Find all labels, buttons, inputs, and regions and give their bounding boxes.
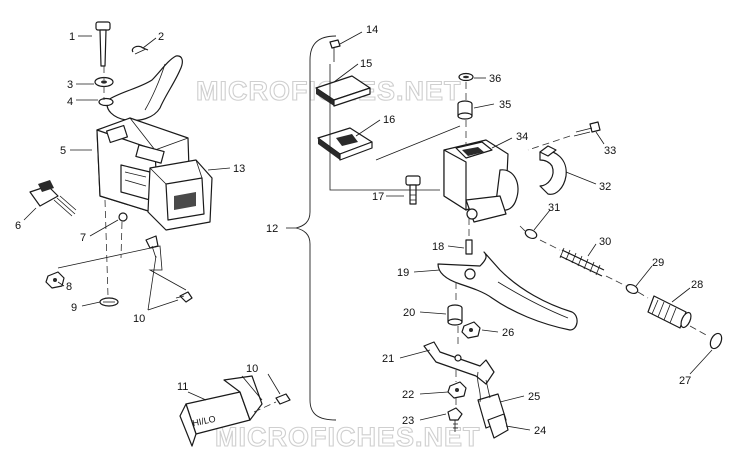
piston-part [647,295,692,329]
pivot-bolt-part [405,175,421,205]
screw-10c-part [253,393,291,413]
callout-35: 35 [499,99,511,111]
assembly-line-lever [455,282,459,348]
callout-22: 22 [402,389,414,401]
callout-36: 36 [489,73,501,85]
screw-10a-part [145,235,159,259]
callout-9: 9 [71,302,77,314]
callout-25: 25 [528,391,540,403]
leader-lines [23,31,713,431]
callout-4: 4 [67,96,73,108]
throttle-lever-part [98,55,183,122]
bracket-screw-part [447,407,463,432]
callout-23: 23 [402,415,414,427]
callout-5: 5 [60,145,66,157]
callout-27: 27 [679,375,691,387]
lever-nut-part [461,321,481,339]
assembly-line-piston [519,225,709,337]
callout-15: 15 [360,58,372,70]
brake-switch-part [477,371,509,439]
callout-3: 3 [67,79,73,91]
wire-left [57,245,187,291]
callout-16: 16 [383,114,395,126]
hi-lo-switch-part: HI/LO [179,375,263,447]
callout-32: 32 [599,181,611,193]
callout-18: 18 [432,241,444,253]
callout-24: 24 [534,425,546,437]
callout-28: 28 [691,279,703,291]
diaphragm-part [317,127,373,161]
callout-7: 7 [80,232,86,244]
callout-34: 34 [516,131,528,143]
o-ring-36-part [458,72,474,82]
callout-labels: 1 2 3 4 5 6 7 8 9 10 10 11 12 13 14 15 1… [15,24,703,437]
callout-11: 11 [177,381,188,393]
reservoir-cap-part [315,75,371,107]
bolt-part [95,21,111,67]
callout-17: 17 [372,191,384,203]
spring-part [559,247,605,277]
cap-screw-part [329,39,341,62]
master-cylinder-part [443,139,519,223]
callout-31: 31 [548,202,560,214]
assembly-line-clamp [527,135,571,151]
callout-2: 2 [158,31,164,43]
callout-19: 19 [397,267,409,279]
bracket-nut-part [447,381,467,399]
callout-10-upper: 10 [133,313,145,325]
callout-6: 6 [15,220,21,232]
callout-21: 21 [382,353,394,365]
o-ring-27-part [709,332,723,350]
pivot-pin-part [465,218,473,255]
callout-12: 12 [266,223,278,235]
watermark-bottom: MICROFICHES.NET [215,422,481,452]
assembly-line-cap [329,64,461,191]
cotter-pin-part [131,45,149,55]
screw-10b-part [175,291,193,303]
callout-20: 20 [403,307,415,319]
housing-cover-part [147,159,213,231]
callout-33: 33 [604,145,616,157]
callout-13: 13 [233,163,245,175]
assembly-line-left [103,66,109,297]
callout-14: 14 [366,24,378,36]
clamp-part [539,145,567,195]
bushing-part [447,304,463,326]
washer-29-part [625,283,639,295]
nut-part [45,271,65,289]
clip-part [29,180,77,217]
brake-lever-part [437,251,578,331]
callout-30: 30 [599,236,611,248]
hi-lo-switch-label: HI/LO [191,414,216,429]
callout-8: 8 [66,281,72,293]
callout-10-lower: 10 [246,363,258,375]
screw-7-part [118,212,128,259]
brake-switch-bracket-part [423,341,495,385]
callout-26: 26 [502,327,514,339]
washer-31-part [524,228,538,240]
callout-29: 29 [652,257,664,269]
e-clip-part [99,297,119,307]
sleeve-part [457,100,473,120]
clamp-screw-part [573,121,601,137]
callout-1: 1 [69,31,75,43]
